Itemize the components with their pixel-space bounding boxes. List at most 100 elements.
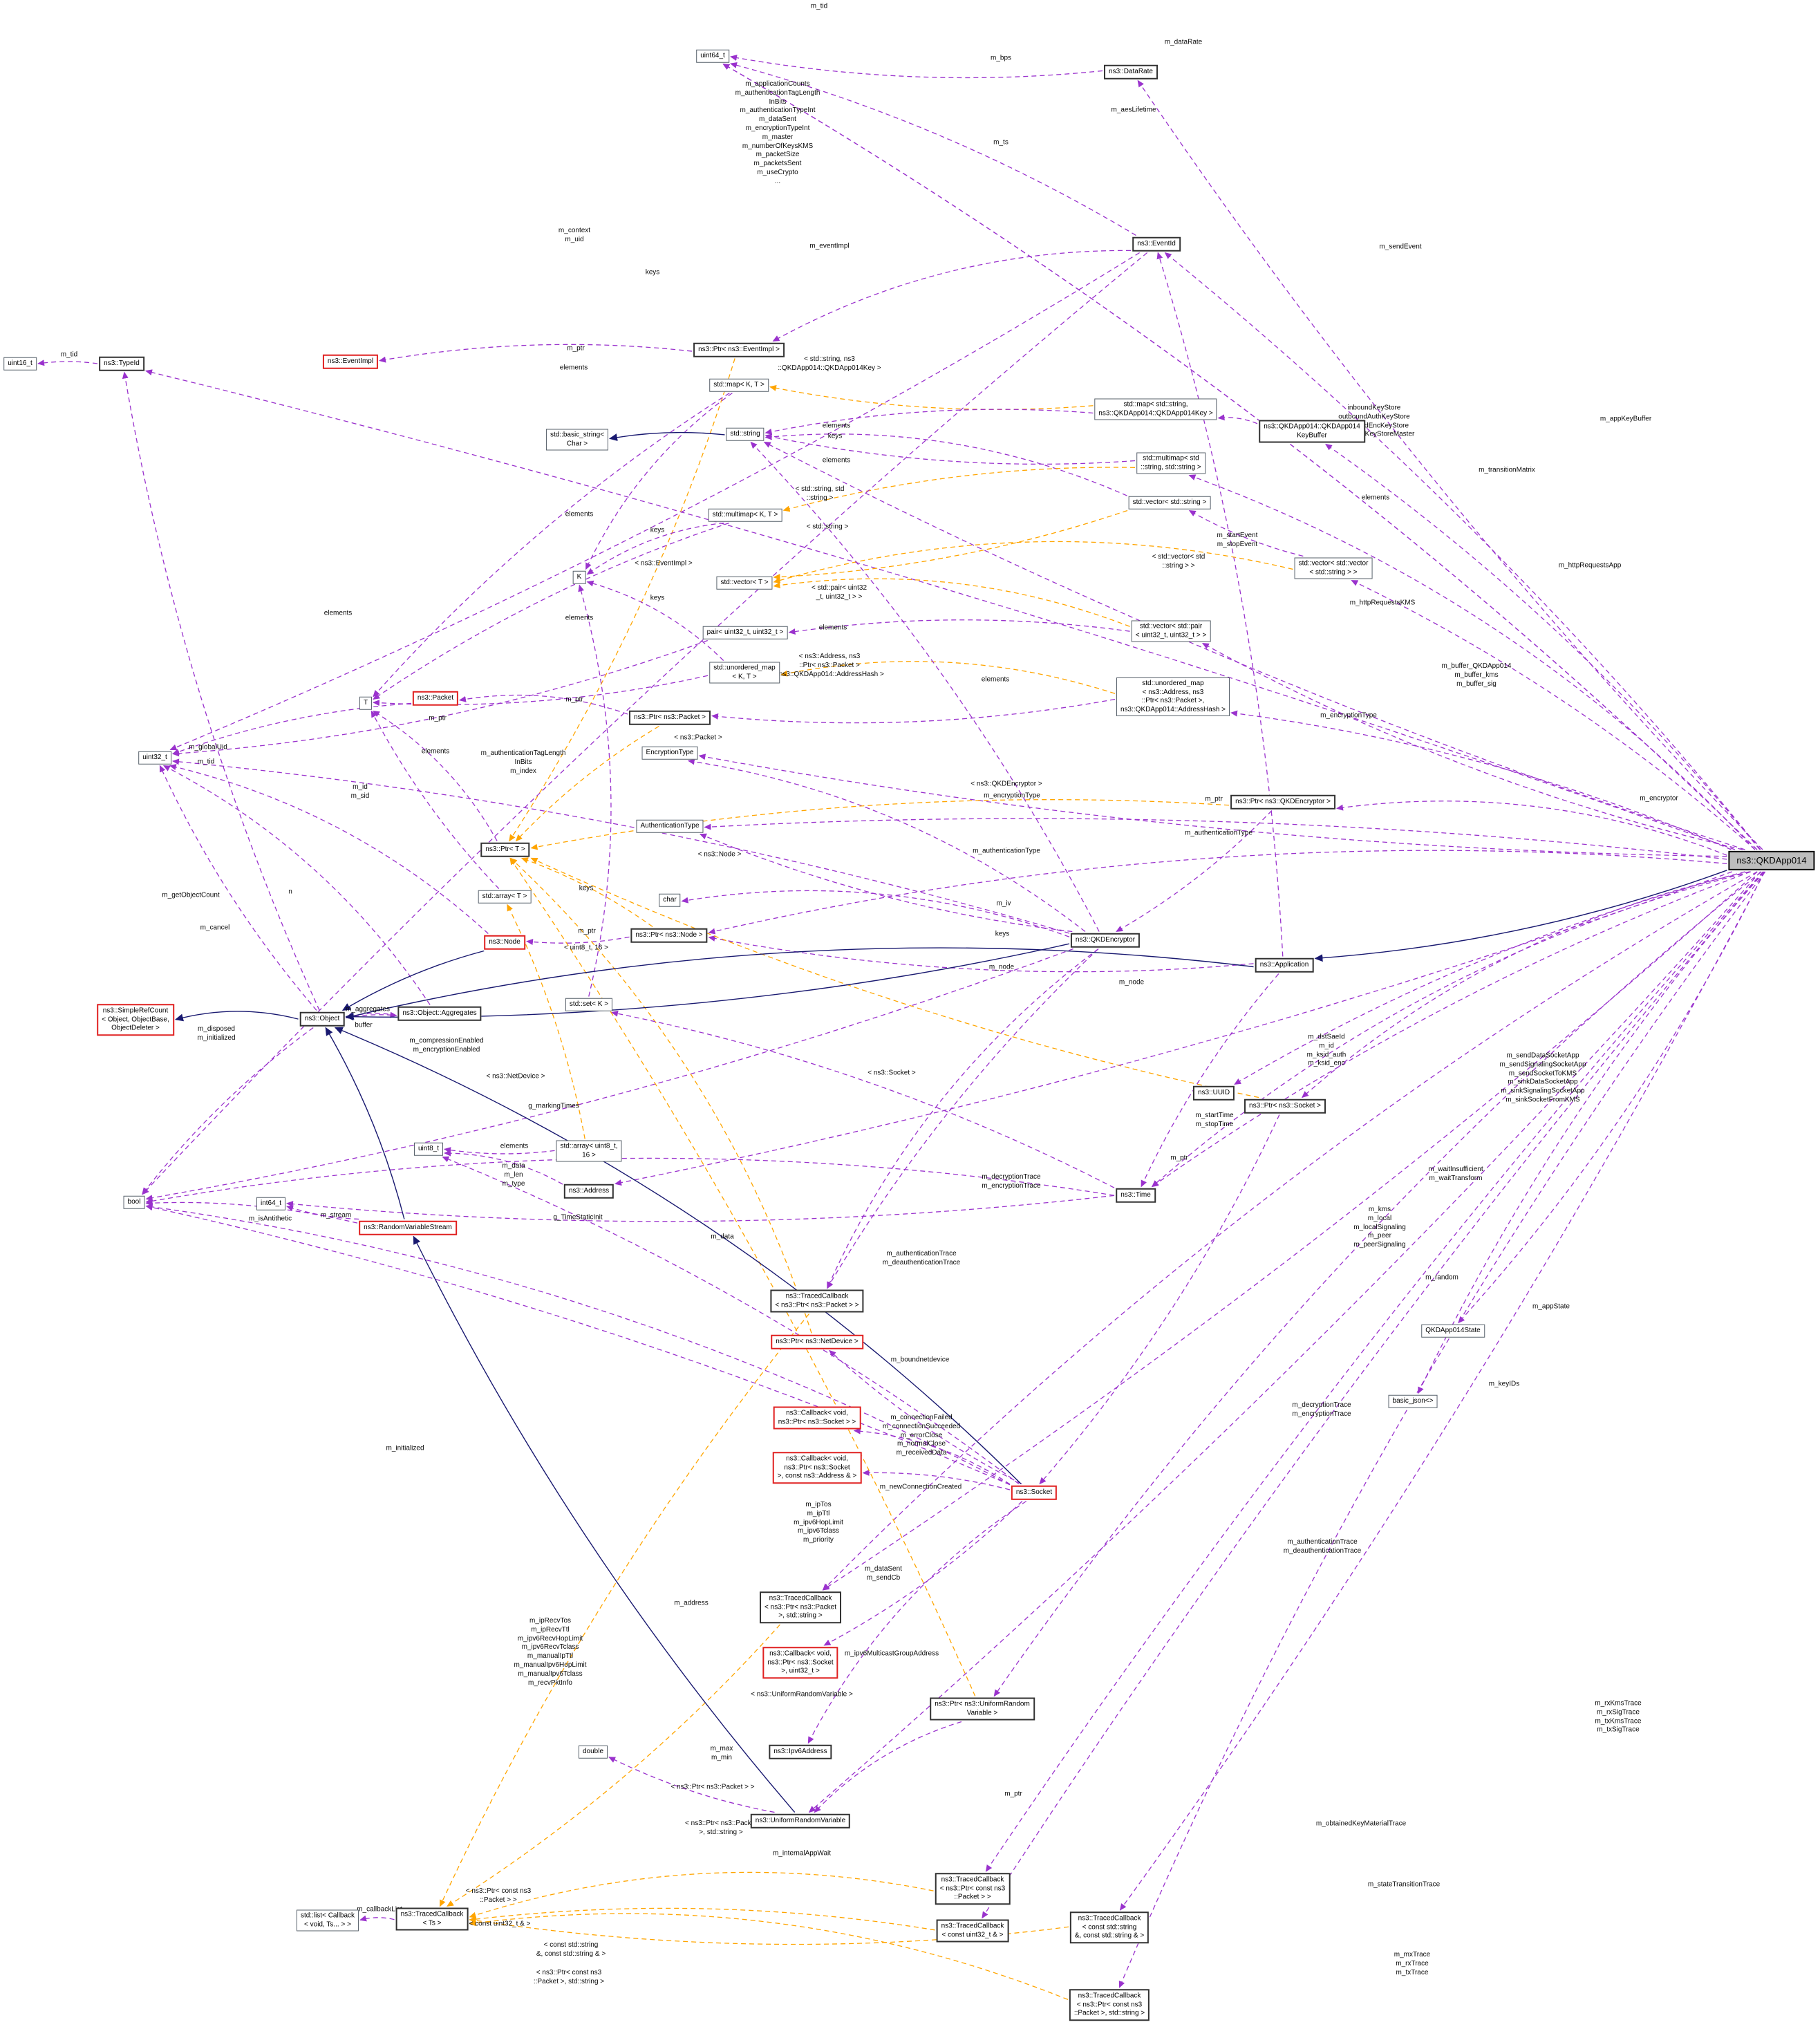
edge-PtrSocket-to-PtrT xyxy=(530,857,1259,1098)
class-node-pair[interactable]: pair< uint32_t, uint32_t > xyxy=(702,626,788,639)
class-node-K[interactable]: K xyxy=(572,570,586,584)
class-node-PtrQKDE[interactable]: ns3::Ptr< ns3::QKDEncryptor > xyxy=(1230,794,1335,810)
class-node-TC_cpkt_str[interactable]: ns3::TracedCallback < ns3::Ptr< const ns… xyxy=(1069,1989,1150,2021)
edge-PtrQKDE-to-QKDEncryptor xyxy=(1116,810,1273,933)
class-node-Packet[interactable]: ns3::Packet xyxy=(412,691,459,706)
class-node-uint8[interactable]: uint8_t xyxy=(413,1142,444,1156)
class-node-map_KT[interactable]: std::map< K, T > xyxy=(709,378,769,392)
class-node-TC_u32[interactable]: ns3::TracedCallback < const uint32_t & > xyxy=(936,1919,1009,1943)
class-node-vec_vec_str[interactable]: std::vector< std::vector < std::string >… xyxy=(1294,557,1373,579)
class-node-UUID[interactable]: ns3::UUID xyxy=(1192,1085,1235,1101)
class-node-uint64[interactable]: uint64_t xyxy=(696,49,729,63)
class-node-Application[interactable]: ns3::Application xyxy=(1255,957,1314,973)
class-node-PtrPacket[interactable]: ns3::Ptr< ns3::Packet > xyxy=(629,710,711,725)
class-node-PtrNetDevice[interactable]: ns3::Ptr< ns3::NetDevice > xyxy=(771,1334,863,1349)
class-node-TC_Ts[interactable]: ns3::TracedCallback < Ts > xyxy=(395,1907,469,1931)
class-node-TC_strstr[interactable]: ns3::TracedCallback < const std::string … xyxy=(1069,1911,1150,1943)
class-node-EventImpl[interactable]: ns3::EventImpl xyxy=(322,354,379,369)
class-node-RVS[interactable]: ns3::RandomVariableStream xyxy=(359,1220,457,1235)
class-node-AuthenticationType[interactable]: AuthenticationType xyxy=(636,819,704,833)
edge-QKDEncryptor-to-EncryptionType xyxy=(687,758,1086,933)
edge-PtrNode-to-PtrT xyxy=(520,857,653,928)
class-node-bool[interactable]: bool xyxy=(123,1195,145,1209)
class-node-SimpleRefCount[interactable]: ns3::SimpleRefCount < Object, ObjectBase… xyxy=(97,1004,174,1036)
class-node-unordered_KT[interactable]: std::unordered_map < K, T > xyxy=(709,662,780,684)
class-node-basic_json[interactable]: basic_json<> xyxy=(1388,1394,1438,1408)
edge-Application-to-EventId xyxy=(1156,252,1284,957)
edge-QKDEncryptor-to-TC_pkt xyxy=(827,948,1099,1289)
class-node-CB_sock[interactable]: ns3::Callback< void, ns3::Ptr< ns3::Sock… xyxy=(773,1406,861,1430)
edge-QKDApp014-to-vec_vec_str xyxy=(1351,579,1756,850)
class-node-uint32[interactable]: uint32_t xyxy=(138,751,171,765)
edge-vec_vec_str-to-vec_str xyxy=(1188,509,1304,557)
edge-QKDApp014-to-TC_pkt_str xyxy=(822,871,1758,1591)
class-node-PtrNode[interactable]: ns3::Ptr< ns3::Node > xyxy=(630,928,708,943)
class-node-Address[interactable]: ns3::Address xyxy=(563,1184,615,1199)
class-node-map_str_key[interactable]: std::map< std::string, ns3::QKDApp014::Q… xyxy=(1094,398,1217,420)
edge-multimap_ss-to-multimap_KT xyxy=(782,467,1136,512)
edge-QKDApp014-to-DataRate xyxy=(1137,80,1763,850)
class-node-list_cb[interactable]: std::list< Callback < void, Ts... > > xyxy=(296,1909,359,1932)
class-node-Time[interactable]: ns3::Time xyxy=(1116,1188,1156,1203)
class-node-vec_T[interactable]: std::vector< T > xyxy=(716,576,773,590)
class-node-PtrSocket[interactable]: ns3::Ptr< ns3::Socket > xyxy=(1244,1098,1326,1114)
edge-QKDApp014-to-PtrSocket xyxy=(1302,871,1750,1098)
edge-QKDApp014-to-uint64 xyxy=(722,63,1758,850)
class-node-PtrEventImpl[interactable]: ns3::Ptr< ns3::EventImpl > xyxy=(693,342,785,357)
class-node-Object[interactable]: ns3::Object xyxy=(299,1011,345,1027)
class-node-PtrT[interactable]: ns3::Ptr< T > xyxy=(480,842,530,857)
edge-unordered_KT-to-K xyxy=(586,580,724,661)
edge-Object-to-bool xyxy=(142,1027,314,1195)
class-node-TC_pkt[interactable]: ns3::TracedCallback < ns3::Ptr< ns3::Pac… xyxy=(770,1289,864,1313)
edge-QKDApp014-to-QKDState xyxy=(1458,871,1765,1324)
class-node-TypeId[interactable]: ns3::TypeId xyxy=(99,356,144,371)
class-node-QKDApp014[interactable]: ns3::QKDApp014 xyxy=(1728,850,1815,871)
class-node-int64[interactable]: int64_t xyxy=(256,1197,286,1210)
edge-QKDApp014-to-PtrQKDE xyxy=(1336,801,1727,856)
class-node-uint16[interactable]: uint16_t xyxy=(3,357,37,371)
edge-DataRate-to-uint64 xyxy=(730,55,1103,79)
class-node-CB_sock_u32[interactable]: ns3::Callback< void, ns3::Ptr< ns3::Sock… xyxy=(762,1647,838,1679)
class-node-vec_pair[interactable]: std::vector< std::pair < uint32_t, uint3… xyxy=(1131,620,1211,642)
class-node-TC_cpkt[interactable]: ns3::TracedCallback < ns3::Ptr< const ns… xyxy=(935,1873,1011,1905)
class-node-Aggregates[interactable]: ns3::Object::Aggregates xyxy=(397,1006,482,1021)
edge-keybuffer-to-map_str_key xyxy=(1217,414,1258,424)
edge-vec_vec_str-to-vec_T xyxy=(773,541,1293,583)
class-node-double[interactable]: double xyxy=(578,1745,608,1759)
class-node-multimap_KT[interactable]: std::multimap< K, T > xyxy=(708,508,782,522)
class-node-Ipv6Address[interactable]: ns3::Ipv6Address xyxy=(769,1744,832,1759)
edge-TC_u32-to-TC_Ts xyxy=(469,1907,935,1931)
class-node-array16[interactable]: std::array< uint8_t, 16 > xyxy=(556,1140,622,1162)
class-node-char[interactable]: char xyxy=(659,893,681,907)
class-node-T[interactable]: T xyxy=(359,696,373,710)
class-node-Node[interactable]: ns3::Node xyxy=(484,935,525,950)
class-node-PtrURV[interactable]: ns3::Ptr< ns3::UniformRandom Variable > xyxy=(930,1697,1035,1721)
class-node-set_K[interactable]: std::set< K > xyxy=(565,998,613,1011)
class-node-unordered_addr[interactable]: std::unordered_map < ns3::Address, ns3 :… xyxy=(1116,677,1230,716)
class-node-keybuffer[interactable]: ns3::QKDApp014::QKDApp014 KeyBuffer xyxy=(1259,420,1365,443)
class-node-QKDState[interactable]: QKDApp014State xyxy=(1421,1324,1485,1338)
class-node-string[interactable]: std::string xyxy=(726,427,764,441)
edge-map_str_key-to-map_KT xyxy=(769,384,1094,410)
class-node-vec_str[interactable]: std::vector< std::string > xyxy=(1128,496,1211,509)
class-node-multimap_ss[interactable]: std::multimap< std ::string, std::string… xyxy=(1136,452,1205,474)
class-node-TC_pkt_str[interactable]: ns3::TracedCallback < ns3::Ptr< ns3::Pac… xyxy=(760,1591,841,1623)
edge-QKDEncryptor-to-TC_pkt xyxy=(827,948,1099,1289)
class-node-Socket[interactable]: ns3::Socket xyxy=(1011,1485,1058,1500)
class-node-CB_sockaddr[interactable]: ns3::Callback< void, ns3::Ptr< ns3::Sock… xyxy=(772,1452,862,1484)
class-node-UniformRV[interactable]: ns3::UniformRandomVariable xyxy=(750,1813,851,1829)
class-node-QKDEncryptor[interactable]: ns3::QKDEncryptor xyxy=(1070,933,1141,948)
class-node-array_T[interactable]: std::array< T > xyxy=(478,890,532,904)
edge-QKDApp014-to-UUID xyxy=(1234,871,1745,1085)
edge-QKDApp014-to-unordered_addr xyxy=(1230,710,1732,850)
class-node-basic_string[interactable]: std::basic_string< Char > xyxy=(545,429,609,451)
edge-Socket-to-CB_sock_u32 xyxy=(823,1501,1023,1646)
class-node-EncryptionType[interactable]: EncryptionType xyxy=(641,746,698,760)
class-node-DataRate[interactable]: ns3::DataRate xyxy=(1104,64,1158,80)
edge-map_str_key-to-string xyxy=(764,409,1094,435)
edge-QKDApp014-to-AuthenticationType xyxy=(704,818,1727,860)
edge-QKDEncryptor-to-string xyxy=(750,441,1100,932)
class-node-EventId[interactable]: ns3::EventId xyxy=(1132,236,1181,252)
edge-multimap_KT-to-T xyxy=(373,522,729,700)
